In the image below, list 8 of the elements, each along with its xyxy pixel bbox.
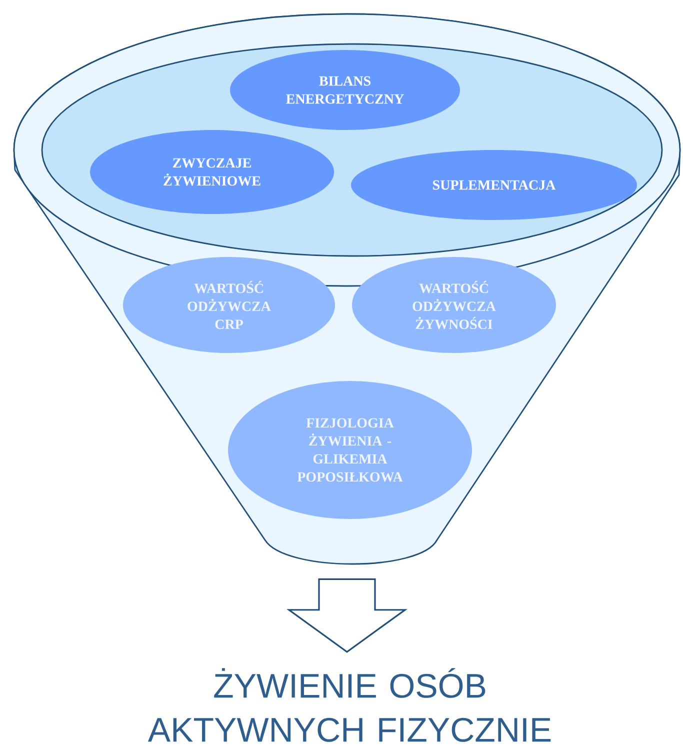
ellipse-node: FIZJOLOGIA ŻYWIENIA - GLIKEMIA POPOSIŁKOWA [228,381,472,519]
ellipse-node: WARTOŚĆ ODŻYWCZA CRP [123,257,335,353]
heading-text: ŻYWIENIE OSÓB AKTYWNYCH FIZYCZNIE [148,668,551,742]
ellipse-node: SUPLEMENTACJA [351,150,637,220]
block-arrow [286,578,408,653]
ellipse-node: WARTOŚĆ ODŻYWCZA ŻYWNOŚCI [352,257,556,353]
ellipse-node: ZWYCZAJE ŻYWIENIOWE [90,130,334,214]
ellipse-node: BILANS ENERGETYCZNY [230,50,460,130]
